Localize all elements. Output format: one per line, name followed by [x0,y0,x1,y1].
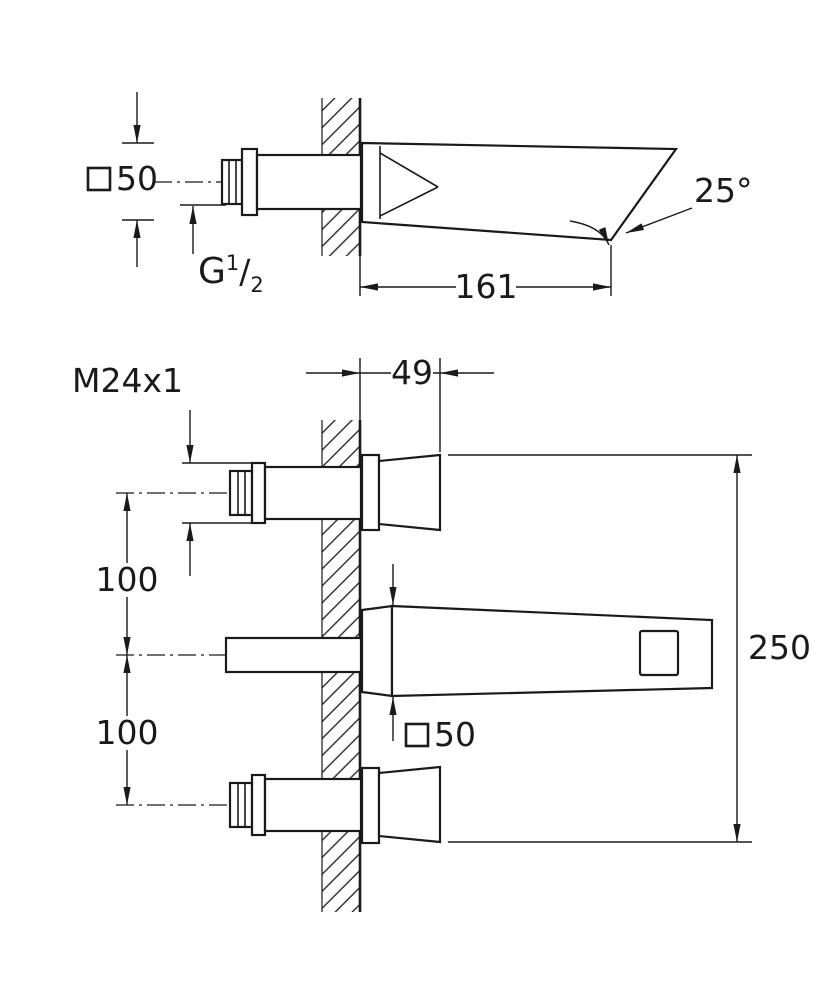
handle [377,453,442,532]
spout-outline [360,141,679,242]
upper-spacing-dim-label: 100 [96,560,159,599]
handle-square-dim-label: 50 [116,159,158,198]
spout-front-view [224,604,714,698]
spout-neck [360,604,394,698]
dim-overall-height: 250 [448,454,811,843]
upper-valve [228,453,442,532]
valve-threaded-rod [228,469,254,517]
dim-projection: 161 [359,245,612,306]
spout-supply-pipe [224,636,363,674]
flow-direction-arrow [569,220,610,246]
dim-handle-square: 50 [86,92,158,267]
valve-flange [250,461,267,525]
dim-thread-spec: M24x1 [72,361,254,576]
dim-angle: 25° [625,171,753,234]
bottom-view: M24x1 49 100 100 [72,353,811,912]
thread-spec-label: M24x1 [72,361,183,400]
dim-wall-depth: 49 [306,353,494,452]
escutcheon-plate [360,766,381,845]
valve-body [255,153,363,211]
wall-depth-dim-label: 49 [391,353,433,392]
lower-valve [228,765,442,845]
dim-spout-square: 50 [389,564,476,754]
top-view: 50 G1/2 161 25° [86,92,753,306]
square-symbol-icon [404,722,430,748]
thread-size-label: G1/2 [198,251,264,297]
dim-thread-g: G1/2 [180,204,264,297]
valve-flange [250,773,267,837]
angle-dim-label: 25° [694,171,753,210]
square-symbol-icon [86,166,112,192]
escutcheon-plate [360,453,381,532]
overall-height-dim-label: 250 [748,628,811,667]
dim-center-distances: 100 100 [96,493,159,805]
projection-dim-label: 161 [455,267,518,306]
spout-side-view [360,141,679,246]
spout-square-window [638,629,680,677]
valve-side-view [154,147,363,217]
valve-body [263,465,363,521]
handle [377,765,442,844]
valve-flange [240,147,259,217]
valve-threaded-rod [220,158,244,206]
lower-spacing-dim-label: 100 [96,713,159,752]
spout-square-dim-label: 50 [434,715,476,754]
spout-body [390,604,714,698]
valve-body [263,777,363,833]
valve-threaded-rod [228,781,254,829]
